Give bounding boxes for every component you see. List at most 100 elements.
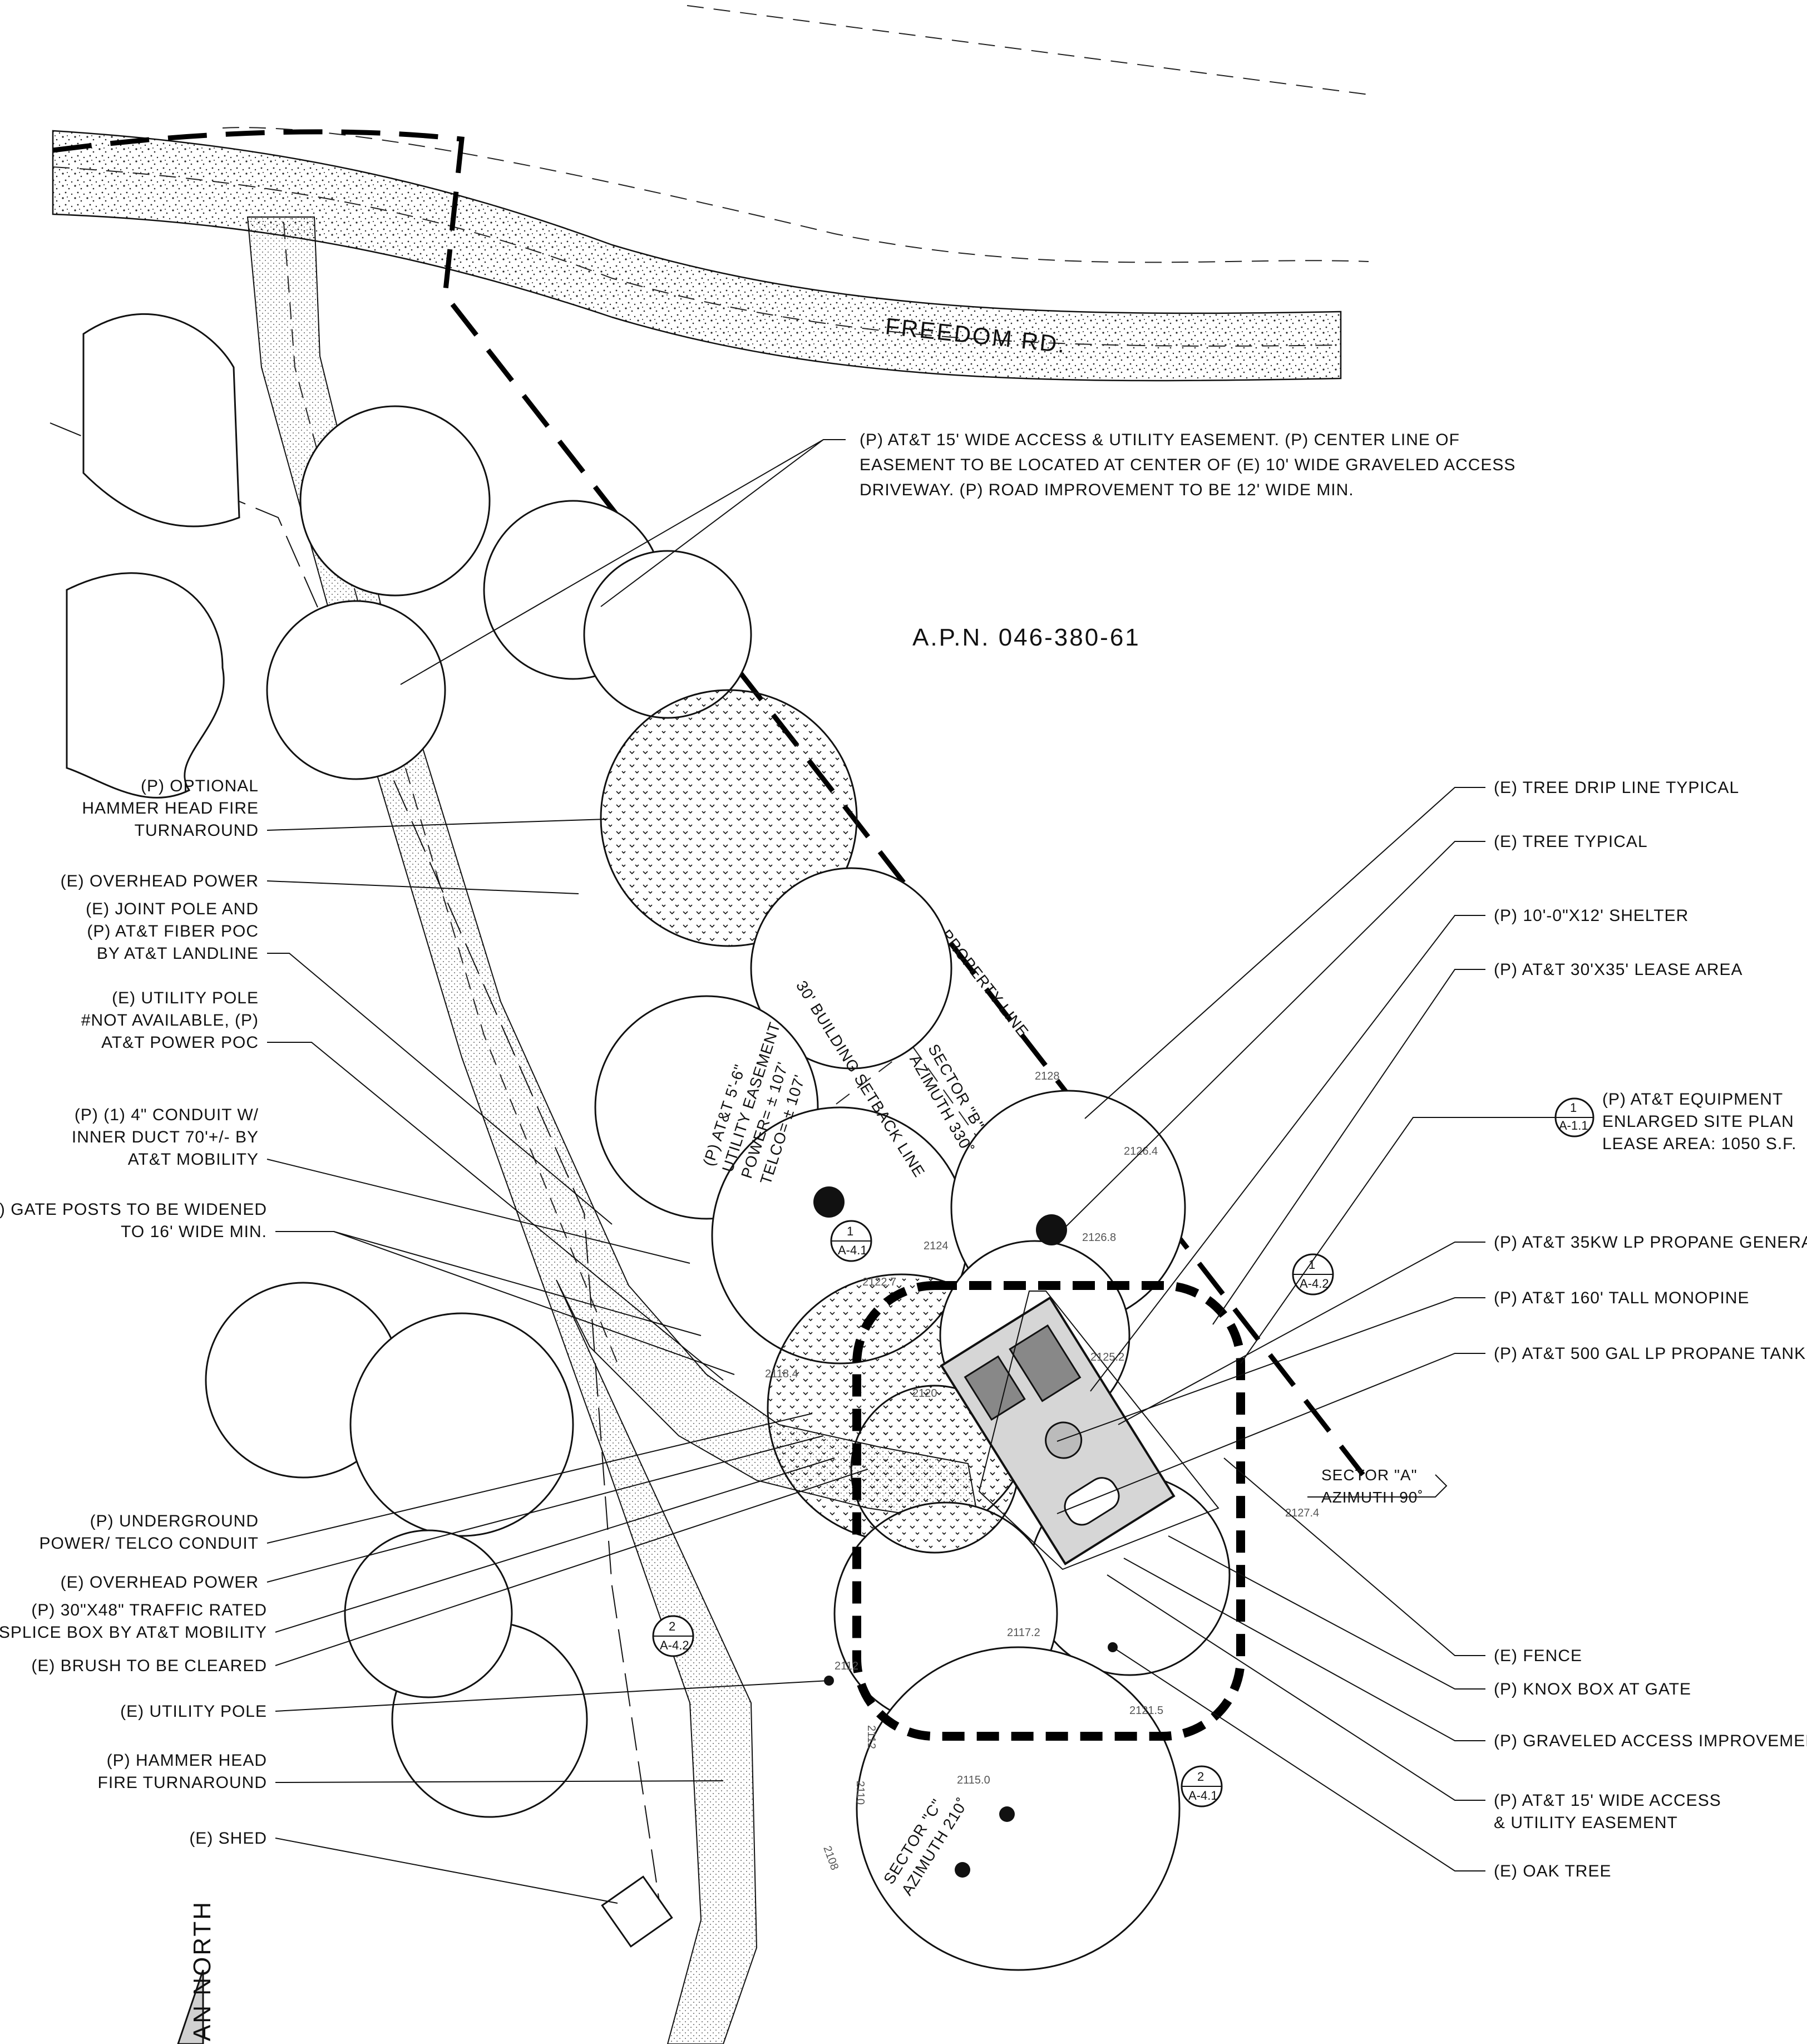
- detail-tag-a-1-1: 1 A-1.1: [1554, 1097, 1594, 1137]
- callout-splice-box: (P) 30"X48" TRAFFIC RATED SPLICE BOX BY …: [0, 1457, 835, 1642]
- svg-text:INNER DUCT 70'+/- BY: INNER DUCT 70'+/- BY: [72, 1128, 259, 1146]
- svg-text:EASEMENT TO BE LOCATED AT CENT: EASEMENT TO BE LOCATED AT CENTER OF (E) …: [860, 456, 1515, 474]
- callout-tank: (P) AT&T 500 GAL LP PROPANE TANK: [1056, 1344, 1806, 1514]
- svg-text:A-4.2: A-4.2: [660, 1638, 689, 1652]
- graveled-area: [978, 1291, 1220, 1570]
- callout-enlarged-plan: (P) AT&T EQUIPMENT ENLARGED SITE PLAN LE…: [1240, 1090, 1796, 1364]
- callout-brush: (E) BRUSH TO BE CLEARED: [31, 1469, 868, 1675]
- svg-text:& UTILITY EASEMENT: & UTILITY EASEMENT: [1494, 1814, 1678, 1832]
- svg-text:2108: 2108: [821, 1844, 841, 1871]
- svg-text:2120: 2120: [912, 1387, 937, 1400]
- callout-underground: (P) UNDERGROUND POWER/ TELCO CONDUIT: [40, 1413, 813, 1553]
- detail-tag-a-4-1-bottom: 2 A-4.1: [1181, 1765, 1223, 1807]
- freedom-road: [52, 130, 1342, 382]
- svg-text:(E) BRUSH TO BE CLEARED: (E) BRUSH TO BE CLEARED: [31, 1657, 267, 1675]
- property-line-label: PROPERTY LINE: [937, 927, 1032, 1041]
- callout-generator: (P) AT&T 35KW LP PROPANE GENERATO: [1118, 1233, 1807, 1425]
- lease-area-boundary: [852, 1281, 1245, 1741]
- detail-tag-a-4-2-right: 1 A-4.2: [1292, 1253, 1334, 1296]
- callout-graveled: (P) GRAVELED ACCESS IMPROVEMENT: [1123, 1558, 1807, 1750]
- svg-text:A-4.2: A-4.2: [1300, 1277, 1329, 1291]
- svg-text:SPLICE BOX BY AT&T MOBILITY: SPLICE BOX BY AT&T MOBILITY: [0, 1623, 267, 1642]
- callout-shed: (E) SHED: [189, 1829, 618, 1904]
- svg-text:2110: 2110: [854, 1781, 866, 1805]
- svg-text:1: 1: [1309, 1258, 1315, 1272]
- north-arrow: AN NORTH: [177, 1900, 216, 2044]
- svg-text:A-4.1: A-4.1: [838, 1243, 867, 1257]
- svg-text:1: 1: [1570, 1101, 1577, 1115]
- svg-text:(P) AT&T 35KW LP PROPANE GENER: (P) AT&T 35KW LP PROPANE GENERATO: [1494, 1233, 1807, 1252]
- svg-text:AT&T POWER POC: AT&T POWER POC: [101, 1033, 259, 1052]
- callout-lease-area: (P) AT&T 30'X35' LEASE AREA: [1212, 961, 1743, 1325]
- svg-text:(E) OAK TREE: (E) OAK TREE: [1494, 1862, 1611, 1880]
- callout-conduit: (P) (1) 4" CONDUIT W/ INNER DUCT 70'+/- …: [72, 1106, 690, 1264]
- svg-text:(P) AT&T 15' WIDE ACCESS & UTI: (P) AT&T 15' WIDE ACCESS & UTILITY EASEM…: [860, 431, 1460, 449]
- svg-text:2126.4: 2126.4: [1124, 1145, 1158, 1158]
- svg-text:2128: 2128: [1035, 1070, 1060, 1082]
- svg-text:1: 1: [847, 1224, 853, 1238]
- svg-text:2118.4: 2118.4: [765, 1368, 798, 1380]
- svg-text:BY AT&T LANDLINE: BY AT&T LANDLINE: [97, 944, 259, 963]
- svg-text:(E) GATE POSTS TO BE WIDENED: (E) GATE POSTS TO BE WIDENED: [0, 1200, 267, 1219]
- svg-text:(P) OPTIONAL: (P) OPTIONAL: [141, 777, 259, 795]
- property-line: [52, 129, 1365, 1476]
- svg-text:TO 16' WIDE MIN.: TO 16' WIDE MIN.: [121, 1223, 267, 1241]
- callout-overhead-power-top: (E) OVERHEAD POWER: [61, 872, 579, 894]
- svg-text:(P) UNDERGROUND: (P) UNDERGROUND: [90, 1512, 259, 1530]
- svg-text:AN NORTH: AN NORTH: [189, 1900, 216, 2041]
- svg-text:(E) OVERHEAD POWER: (E) OVERHEAD POWER: [61, 872, 259, 890]
- equipment-compound: [940, 1296, 1176, 1565]
- svg-text:(E) TREE DRIP LINE TYPICAL: (E) TREE DRIP LINE TYPICAL: [1494, 779, 1739, 797]
- svg-text:#NOT AVAILABLE, (P): #NOT AVAILABLE, (P): [81, 1011, 259, 1030]
- svg-text:AZIMUTH 90˚: AZIMUTH 90˚: [1321, 1489, 1424, 1506]
- svg-text:2: 2: [669, 1619, 675, 1633]
- svg-text:(E) SHED: (E) SHED: [189, 1829, 267, 1848]
- callout-fence: (E) FENCE: [1223, 1457, 1582, 1665]
- svg-text:2124: 2124: [924, 1240, 949, 1252]
- callout-joint-pole: (E) JOINT POLE AND (P) AT&T FIBER POC BY…: [86, 900, 613, 1225]
- svg-text:(P) AT&T EQUIPMENT: (P) AT&T EQUIPMENT: [1602, 1090, 1783, 1109]
- svg-text:2127.4: 2127.4: [1285, 1507, 1319, 1519]
- sector-a: SECTOR "A" AZIMUTH 90˚: [1307, 1466, 1448, 1506]
- svg-text:2: 2: [1197, 1770, 1204, 1784]
- svg-text:POWER/ TELCO CONDUIT: POWER/ TELCO CONDUIT: [40, 1534, 259, 1553]
- svg-text:A-1.1: A-1.1: [1559, 1119, 1588, 1132]
- svg-text:SECTOR "A": SECTOR "A": [1321, 1466, 1418, 1484]
- svg-text:(P) AT&T 160' TALL MONOPINE: (P) AT&T 160' TALL MONOPINE: [1494, 1289, 1750, 1307]
- svg-text:2112: 2112: [835, 1660, 858, 1672]
- svg-text:2122.7: 2122.7: [862, 1276, 896, 1288]
- callout-hammer: (P) HAMMER HEAD FIRE TURNAROUND: [98, 1751, 724, 1792]
- svg-text:2126.8: 2126.8: [1082, 1232, 1116, 1244]
- callout-optional-hammer: (P) OPTIONAL HAMMER HEAD FIRE TURNAROUND: [82, 777, 607, 840]
- svg-text:2115.0: 2115.0: [957, 1774, 990, 1786]
- svg-text:(P) (1) 4" CONDUIT W/: (P) (1) 4" CONDUIT W/: [75, 1106, 259, 1124]
- callout-overhead-power-bottom: (E) OVERHEAD POWER: [61, 1435, 824, 1592]
- callout-oak: (E) OAK TREE: [1112, 1647, 1611, 1880]
- svg-text:(E) TREE TYPICAL: (E) TREE TYPICAL: [1494, 833, 1648, 851]
- svg-text:(E) FENCE: (E) FENCE: [1494, 1647, 1582, 1665]
- callout-utility-pole-na: (E) UTILITY POLE #NOT AVAILABLE, (P) AT&…: [81, 989, 724, 1381]
- callout-monopine: (P) AT&T 160' TALL MONOPINE: [1056, 1289, 1750, 1442]
- access-driveway: [246, 216, 980, 2044]
- easement-note: (P) AT&T 15' WIDE ACCESS & UTILITY EASEM…: [400, 431, 1515, 685]
- svg-text:FIRE TURNAROUND: FIRE TURNAROUND: [98, 1774, 267, 1792]
- svg-text:2125.2: 2125.2: [1090, 1351, 1124, 1363]
- svg-text:(E) OVERHEAD POWER: (E) OVERHEAD POWER: [61, 1573, 259, 1592]
- svg-text:2121.5: 2121.5: [1129, 1705, 1163, 1717]
- svg-text:(P) AT&T 30'X35' LEASE AREA: (P) AT&T 30'X35' LEASE AREA: [1494, 961, 1743, 979]
- svg-text:(E) JOINT POLE AND: (E) JOINT POLE AND: [86, 900, 259, 918]
- svg-text:ENLARGED SITE PLAN: ENLARGED SITE PLAN: [1602, 1112, 1794, 1131]
- svg-text:(P) GRAVELED ACCESS IMPROVEMEN: (P) GRAVELED ACCESS IMPROVEMENT: [1494, 1732, 1807, 1750]
- svg-text:(P) AT&T 500 GAL LP PROPANE TA: (P) AT&T 500 GAL LP PROPANE TANK: [1494, 1344, 1806, 1363]
- callout-utility-pole: (E) UTILITY POLE: [120, 1680, 830, 1721]
- svg-text:AT&T MOBILITY: AT&T MOBILITY: [128, 1150, 259, 1169]
- callout-easement: (P) AT&T 15' WIDE ACCESS & UTILITY EASEM…: [1107, 1574, 1721, 1832]
- parcel-number: A.P.N. 046-380-61: [912, 624, 1141, 651]
- callout-drip-line: (E) TREE DRIP LINE TYPICAL: [1084, 779, 1739, 1119]
- detail-tag-a-4-1-top: 1 A-4.1: [830, 1220, 872, 1262]
- svg-text:(P) AT&T 15' WIDE ACCESS: (P) AT&T 15' WIDE ACCESS: [1494, 1791, 1721, 1810]
- svg-text:(P) 10'-0"X12' SHELTER: (P) 10'-0"X12' SHELTER: [1494, 907, 1688, 925]
- callout-tree: (E) TREE TYPICAL: [1062, 833, 1648, 1230]
- svg-text:(E) UTILITY POLE: (E) UTILITY POLE: [120, 1702, 267, 1721]
